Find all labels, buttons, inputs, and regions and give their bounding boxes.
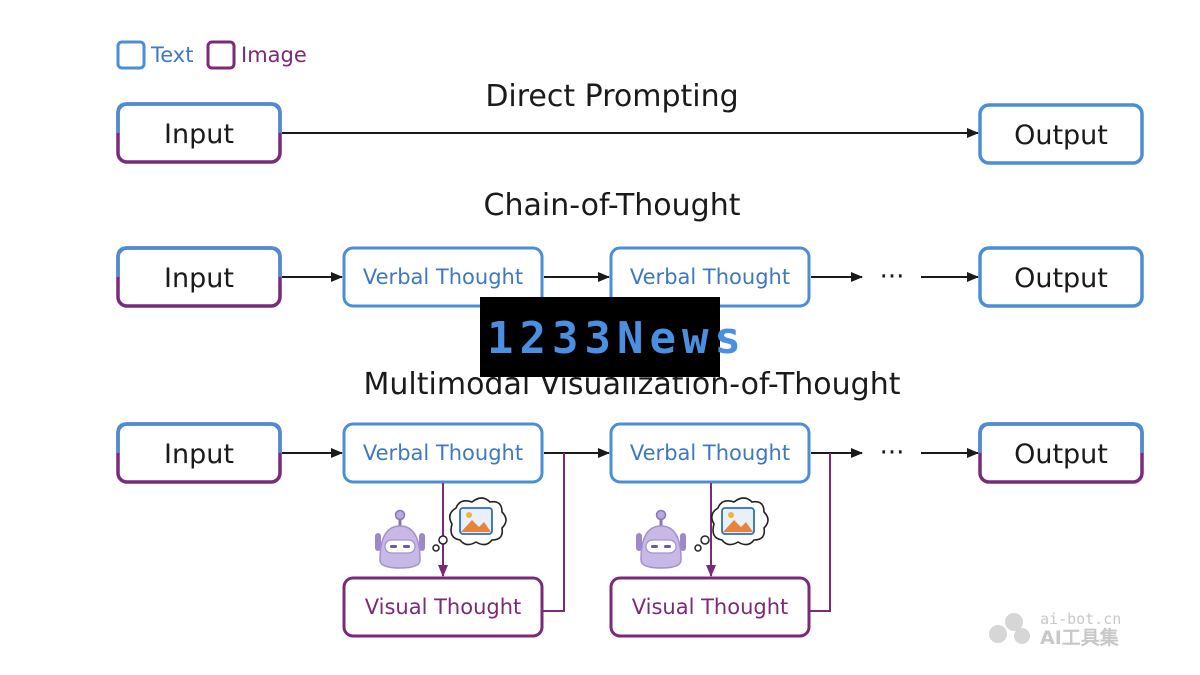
cot-verbal-thought-1-label: Verbal Thought: [363, 265, 523, 289]
cot-ellipsis: ···: [880, 262, 905, 292]
mvot-verbal-thought-1-label: Verbal Thought: [363, 441, 523, 465]
mvot-verbal-thought-2-label: Verbal Thought: [630, 441, 790, 465]
mvot-output-label: Output: [1014, 439, 1108, 470]
thought-bubble-image-icon: [694, 497, 769, 552]
mvot-input-node: Input: [116, 422, 282, 484]
mvot-verbal-thought-2: Verbal Thought: [609, 422, 811, 484]
watermark-banner: 1233News: [480, 297, 747, 377]
direct-input-label: Input: [164, 119, 234, 150]
mvot-visual-return-2: [810, 453, 831, 612]
legend: Text Image: [116, 40, 307, 70]
cot-input-label: Input: [164, 263, 234, 294]
mvot-ellipsis: ···: [880, 438, 905, 468]
watermark-site-logo: ai-bot.cn AI工具集: [989, 610, 1121, 649]
cot-input-node: Input: [116, 246, 282, 308]
direct-output-label: Output: [1014, 120, 1108, 151]
cot-verbal-thought-2: Verbal Thought: [609, 246, 811, 308]
watermark-brand: AI工具集: [1040, 626, 1120, 649]
cot-output-label: Output: [1014, 263, 1108, 294]
direct-input-node: Input: [116, 102, 282, 164]
thought-bubble-image-icon: [432, 497, 507, 552]
mvot-input-label: Input: [164, 439, 234, 470]
cot-title: Chain-of-Thought: [484, 188, 741, 223]
mvot-visual-thought-2-label: Visual Thought: [632, 595, 789, 619]
legend-image-label: Image: [241, 43, 307, 67]
cot-output-node: Output: [978, 246, 1144, 308]
watermark-banner-text: 1233News: [487, 313, 747, 364]
watermark-site: ai-bot.cn: [1040, 610, 1121, 628]
mvot-visual-thought-1: Visual Thought: [342, 576, 544, 638]
direct-output-node: Output: [978, 103, 1144, 165]
mvot-verbal-thought-1: Verbal Thought: [342, 422, 544, 484]
robot-icon: [375, 509, 425, 569]
cot-verbal-thought-2-label: Verbal Thought: [630, 265, 790, 289]
mvot-output-node: Output: [978, 422, 1144, 484]
legend-text-label: Text: [150, 43, 193, 67]
mvot-visual-thought-1-label: Visual Thought: [365, 595, 522, 619]
cot-verbal-thought-1: Verbal Thought: [342, 246, 544, 308]
legend-image-swatch: [206, 40, 236, 70]
direct-prompting-title: Direct Prompting: [485, 79, 738, 114]
robot-icon: [636, 509, 686, 569]
mvot-visual-return-1: [543, 453, 565, 612]
mvot-visual-thought-2: Visual Thought: [609, 576, 811, 638]
legend-text-swatch: [116, 40, 146, 70]
